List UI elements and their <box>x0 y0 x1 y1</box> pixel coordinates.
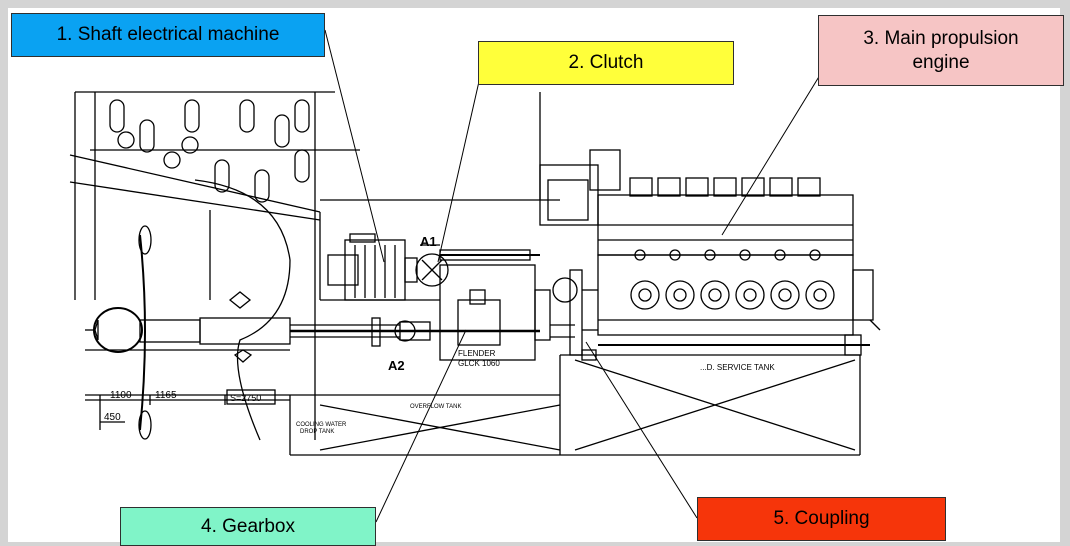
label-gearbox: 4. Gearbox <box>120 507 376 546</box>
service-tank-label: ...D. SERVICE TANK <box>700 363 775 372</box>
leader-lines <box>324 29 821 523</box>
dim-s2750-label: S=2750 <box>230 393 261 403</box>
dim-450-label: 450 <box>104 412 121 423</box>
propeller-shaft <box>139 291 540 363</box>
label-coupling: 5. Coupling <box>697 497 946 541</box>
coupling-shape <box>569 269 598 361</box>
frame-right <box>1060 0 1070 546</box>
dimension-lines <box>85 389 290 430</box>
engine-shape <box>539 149 874 356</box>
gearbox-shape <box>439 264 578 361</box>
propeller <box>85 225 152 440</box>
shaft-machine-shape <box>327 233 418 301</box>
hull-structure <box>69 91 881 456</box>
label-clutch: 2. Clutch <box>478 41 734 85</box>
overflow-tank-label: OVERFLOW TANK <box>410 404 461 410</box>
dim-1165-label: 1165 <box>155 390 177 401</box>
lightening-holes <box>109 99 310 203</box>
a1-label: A1 <box>420 234 437 249</box>
frame-top <box>0 0 1070 8</box>
frame-bottom <box>0 542 1070 546</box>
a2-label: A2 <box>388 358 405 373</box>
clutch-shape <box>415 244 540 287</box>
flender-label: FLENDER <box>458 349 496 358</box>
label-main-propulsion-engine: 3. Main propulsion engine <box>818 15 1064 86</box>
dim-1100-label: 1100 <box>110 390 132 401</box>
cooling-water-label: COOLING WATER <box>296 422 347 428</box>
flender-model-label: GLCK 1060 <box>458 359 500 368</box>
label-shaft-electrical-machine: 1. Shaft electrical machine <box>11 13 325 57</box>
frame-left <box>0 0 8 546</box>
drop-tank-label: DROP TANK <box>300 429 334 435</box>
